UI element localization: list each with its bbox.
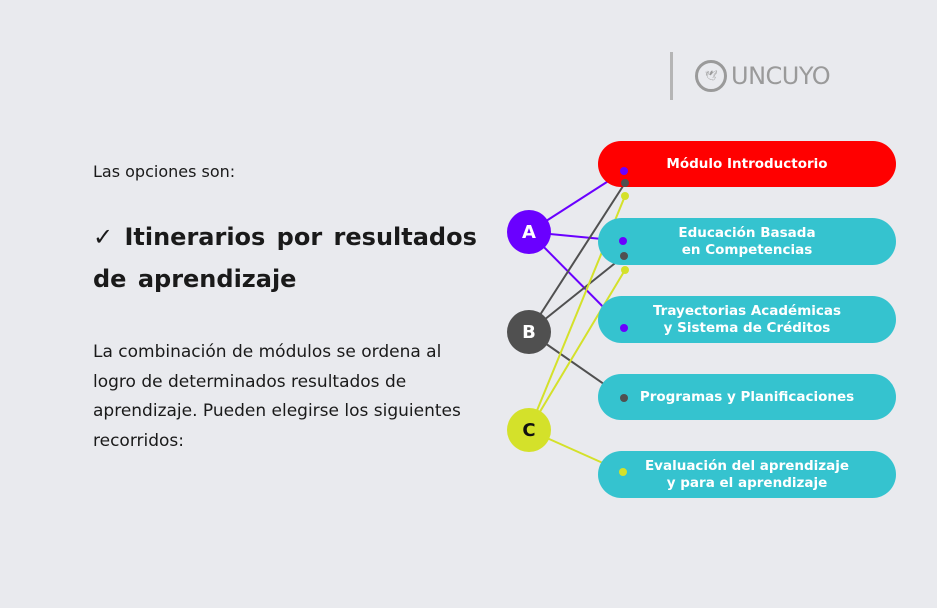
module-label: Módulo Introductorio	[666, 155, 828, 172]
connection-dot-a	[620, 167, 628, 175]
option-a: A	[507, 210, 551, 254]
seal-icon: 🕊	[695, 60, 727, 92]
connection-dot-b	[620, 394, 628, 402]
connection-dot-c	[621, 192, 629, 200]
heading: ✓ Itinerarios por resultados de aprendiz…	[93, 223, 477, 293]
module-label: Evaluación del aprendizaje	[644, 457, 850, 474]
connection-dot-b	[621, 179, 629, 187]
module-label: Trayectorias Académicas	[652, 302, 842, 319]
connection-dot-b	[620, 252, 628, 260]
module-introductorio: Módulo Introductorio	[598, 141, 896, 187]
option-b: B	[507, 310, 551, 354]
uncuyo-logo: 🕊 UNCUYO	[670, 52, 831, 100]
connection-line-b	[528, 182, 626, 333]
connection-dot-c	[619, 468, 627, 476]
module-label: Educación Basada	[678, 224, 816, 241]
connection-dot-a	[620, 324, 628, 332]
module-label: en Competencias	[681, 241, 813, 258]
connection-dot-c	[621, 266, 629, 274]
logo-divider	[670, 52, 673, 100]
module-programas: Programas y Planificaciones	[598, 374, 896, 420]
description: La combinación de módulos se ordena al l…	[93, 342, 461, 451]
option-c: C	[507, 408, 551, 452]
connection-dot-a	[619, 237, 627, 245]
module-label: Programas y Planificaciones	[639, 388, 855, 405]
module-label: y Sistema de Créditos	[663, 319, 831, 336]
module-label: y para el aprendizaje	[666, 474, 828, 491]
logo-name: UNCUYO	[731, 62, 831, 90]
connection-line-c	[528, 269, 626, 431]
intro-text: Las opciones son:	[93, 162, 236, 181]
